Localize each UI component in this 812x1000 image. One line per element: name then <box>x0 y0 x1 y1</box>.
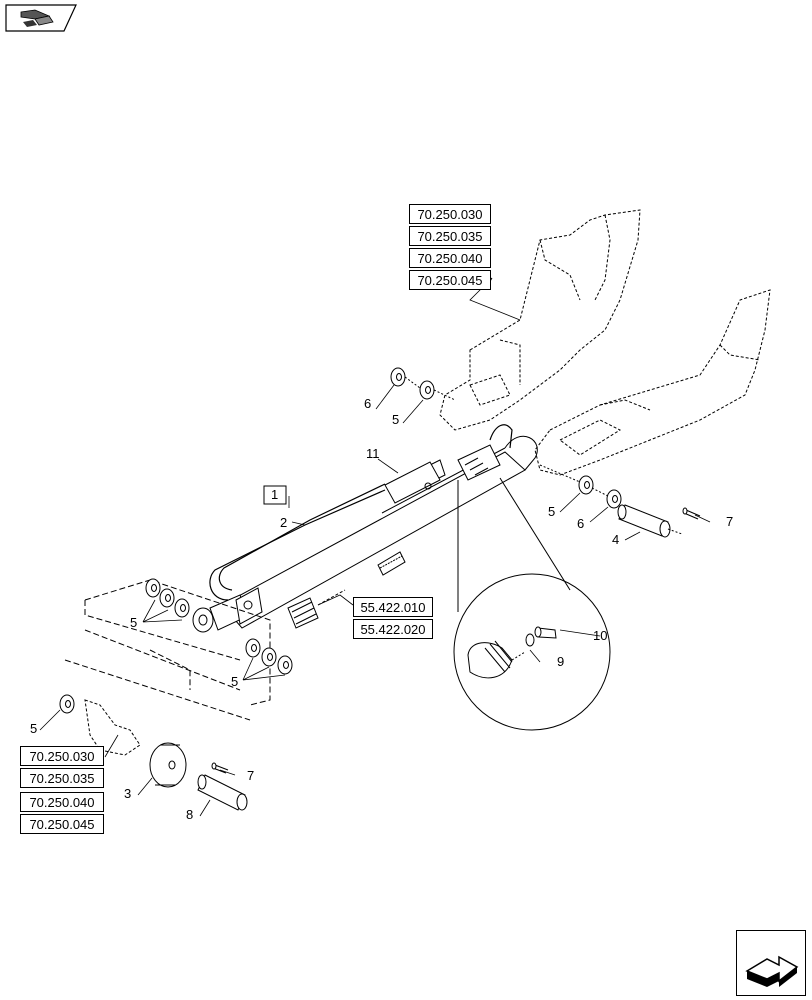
washer-lower-left <box>59 694 75 714</box>
page-ref-top-1[interactable]: 70.250.030 <box>409 204 491 224</box>
hydraulic-tube <box>209 424 513 601</box>
lower-frame-phantom <box>64 579 271 721</box>
lower-bracket-phantom <box>84 699 141 756</box>
hydraulic-cylinder <box>192 435 538 633</box>
item-1-box <box>263 485 287 505</box>
callout-11: 11 <box>366 446 380 461</box>
right-bracket-phantom <box>534 289 771 476</box>
washer-group-left-lower <box>245 638 293 675</box>
washer-group-left-upper <box>145 578 190 618</box>
callout-7-lower: 7 <box>247 768 255 783</box>
page-ref-hose-1[interactable]: 55.422.010 <box>353 597 433 617</box>
page-ref-top-4[interactable]: 70.250.045 <box>409 270 491 290</box>
callout-5-right: 5 <box>548 504 556 519</box>
page-ref-bottom-3[interactable]: 70.250.040 <box>20 792 104 812</box>
detail-callout-circle <box>453 477 611 731</box>
hose-fitting <box>287 551 406 629</box>
callout-5-lower-left: 5 <box>30 721 38 736</box>
callout-5-left-upper: 5 <box>130 615 138 630</box>
washer-group-right <box>539 464 622 509</box>
pin-assembly-right <box>617 504 701 538</box>
callout-6-right: 6 <box>577 516 585 531</box>
callout-9: 9 <box>557 654 565 669</box>
callout-10: 10 <box>593 628 608 643</box>
washer-group-top <box>390 367 456 401</box>
upper-bracket-phantom <box>439 209 641 431</box>
page-ref-hose-2[interactable]: 55.422.020 <box>353 619 433 639</box>
next-page-button[interactable] <box>736 930 806 996</box>
callout-6-top: 6 <box>364 396 372 411</box>
page-ref-bottom-2[interactable]: 70.250.035 <box>20 768 104 788</box>
callout-5-top: 5 <box>392 412 400 427</box>
callout-8: 8 <box>186 807 194 822</box>
callout-1: 1 <box>271 487 279 502</box>
roller <box>149 742 187 788</box>
previous-page-tab[interactable] <box>5 4 77 32</box>
page-ref-bottom-4[interactable]: 70.250.045 <box>20 814 104 834</box>
page-ref-top-2[interactable]: 70.250.035 <box>409 226 491 246</box>
callout-3: 3 <box>124 786 132 801</box>
callout-2: 2 <box>280 515 288 530</box>
callout-7-right: 7 <box>726 514 734 529</box>
page-ref-top-3[interactable]: 70.250.040 <box>409 248 491 268</box>
callout-5-left-lower: 5 <box>231 674 239 689</box>
next-page-arrow-icon <box>745 955 799 987</box>
pin-lower <box>197 762 248 811</box>
previous-page-arrow-icon <box>5 4 77 32</box>
page-ref-bottom-1[interactable]: 70.250.030 <box>20 746 104 766</box>
callout-4: 4 <box>612 532 620 547</box>
